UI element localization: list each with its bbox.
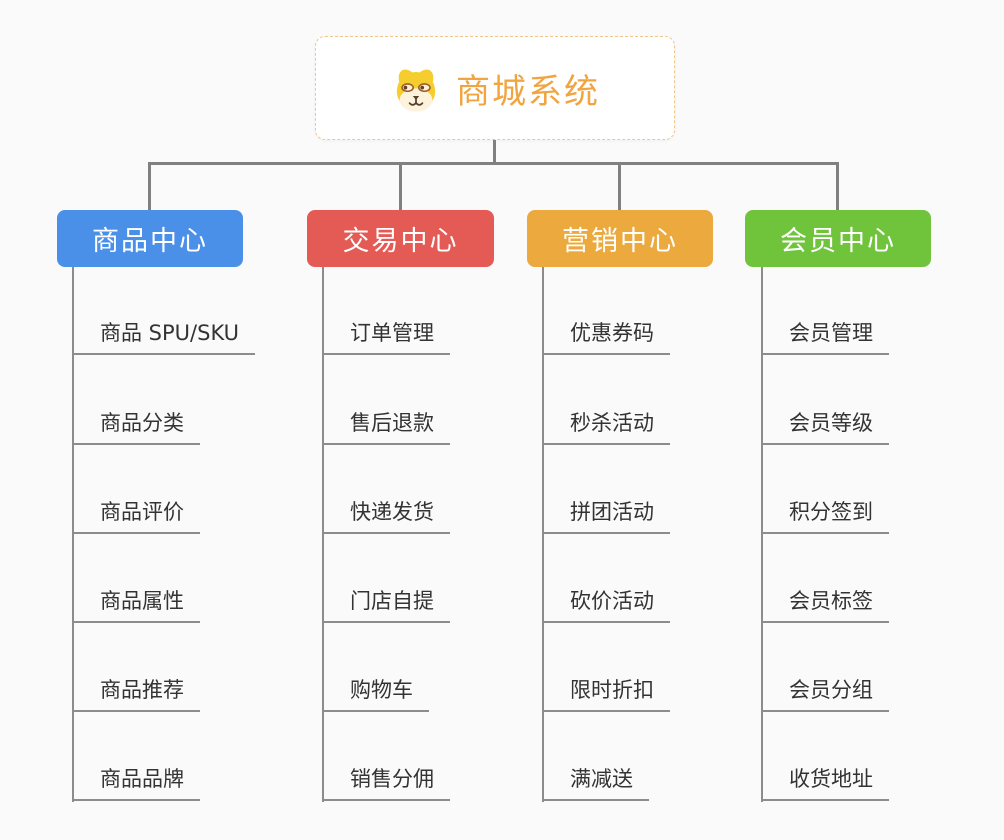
leaf-node-member-tag[interactable]: 会员标签 [761,588,889,623]
shiba-dog-icon [396,69,436,112]
leaf-node-store-pickup[interactable]: 门店自提 [322,588,450,623]
leaf-node-shipping-address[interactable]: 收货地址 [761,766,889,801]
leaf-node-sales-commission[interactable]: 销售分佣 [322,766,450,801]
leaf-node-aftersale-refund[interactable]: 售后退款 [322,410,450,445]
connector-drop-branch-1 [148,162,151,210]
branch-node-product-center[interactable]: 商品中心 [57,210,243,267]
leaf-node-product-review[interactable]: 商品评价 [72,499,200,534]
leaf-node-flash-sale[interactable]: 秒杀活动 [542,410,670,445]
leaf-node-express-delivery[interactable]: 快递发货 [322,499,450,534]
connector-trunk-horizontal [148,162,839,165]
branch-spine-product-center [72,267,74,802]
leaf-node-member-level[interactable]: 会员等级 [761,410,889,445]
connector-drop-branch-2 [399,162,402,210]
leaf-node-member-group[interactable]: 会员分组 [761,677,889,712]
branch-node-trade-center[interactable]: 交易中心 [307,210,494,267]
leaf-node-product-brand[interactable]: 商品品牌 [72,766,200,801]
connector-drop-branch-3 [618,162,621,210]
leaf-node-product-recommend[interactable]: 商品推荐 [72,677,200,712]
leaf-node-group-buy[interactable]: 拼团活动 [542,499,670,534]
root-title: 商城系统 [456,71,600,112]
branch-spine-member-center [761,267,763,802]
leaf-node-product-attribute[interactable]: 商品属性 [72,588,200,623]
leaf-node-product-category[interactable]: 商品分类 [72,410,200,445]
root-node-mall-system[interactable]: 商城系统 [315,36,675,140]
branch-node-member-center[interactable]: 会员中心 [745,210,931,267]
leaf-node-limited-discount[interactable]: 限时折扣 [542,677,670,712]
branch-spine-trade-center [322,267,324,802]
leaf-node-coupon-code[interactable]: 优惠券码 [542,320,670,355]
leaf-node-order-management[interactable]: 订单管理 [322,320,450,355]
branch-node-marketing-center[interactable]: 营销中心 [527,210,713,267]
branch-spine-marketing-center [542,267,544,802]
leaf-node-member-management[interactable]: 会员管理 [761,320,889,355]
leaf-node-product-spu-sku[interactable]: 商品 SPU/SKU [72,320,256,355]
leaf-node-shopping-cart[interactable]: 购物车 [322,677,429,712]
leaf-node-bargain-activity[interactable]: 砍价活动 [542,588,670,623]
connector-root-stub [493,140,496,164]
connector-drop-branch-4 [836,162,839,210]
leaf-node-full-reduction[interactable]: 满减送 [542,766,649,801]
leaf-node-points-checkin[interactable]: 积分签到 [761,499,889,534]
